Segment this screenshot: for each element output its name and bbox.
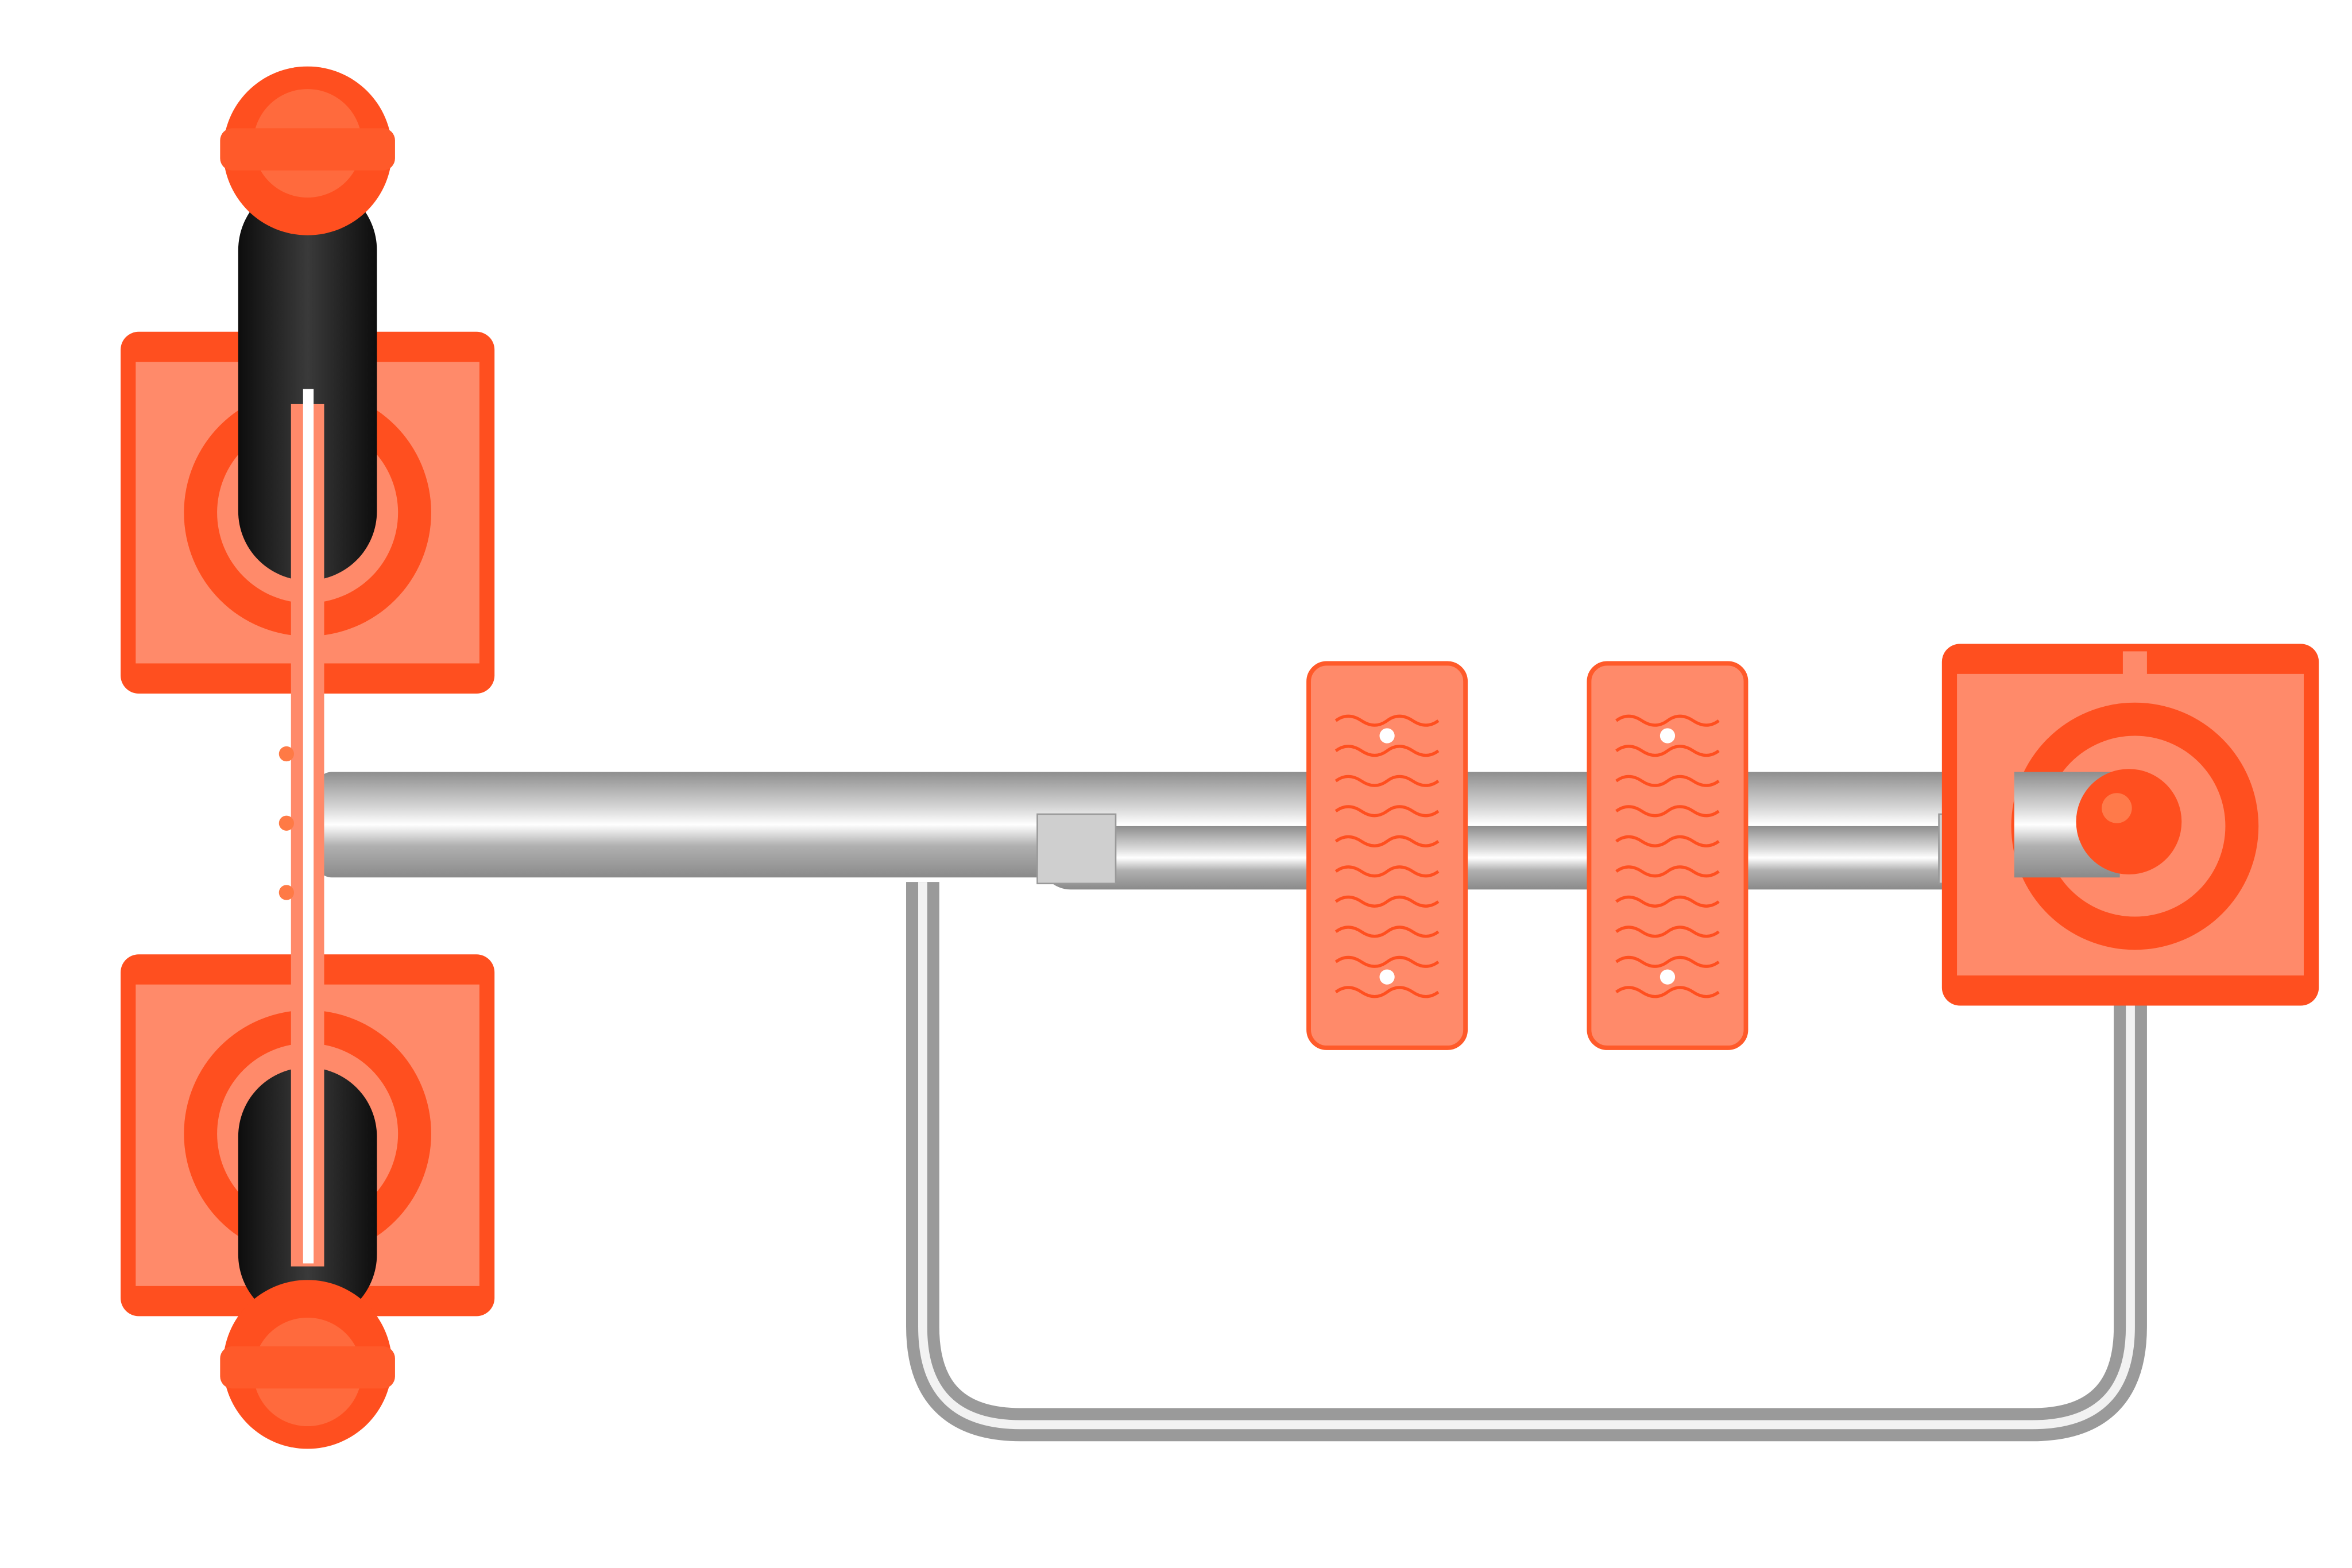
bolt [278, 746, 294, 762]
post-ball-highlight [2102, 793, 2132, 823]
top-handle-grip [238, 181, 377, 581]
bolt [278, 815, 294, 831]
bolt [278, 885, 294, 900]
lower-pipe [1040, 826, 2021, 890]
vertical-crossbar-highlight [303, 389, 314, 1264]
pipe-collar-left [1036, 813, 1117, 885]
top-handle-cap [220, 66, 395, 235]
pedal-left [1306, 661, 1468, 1050]
u-frame-highlight [918, 882, 2135, 1430]
bottom-handle-cap [220, 1280, 395, 1449]
pedal-right [1587, 661, 1748, 1050]
post-ball-cap [2076, 769, 2182, 875]
